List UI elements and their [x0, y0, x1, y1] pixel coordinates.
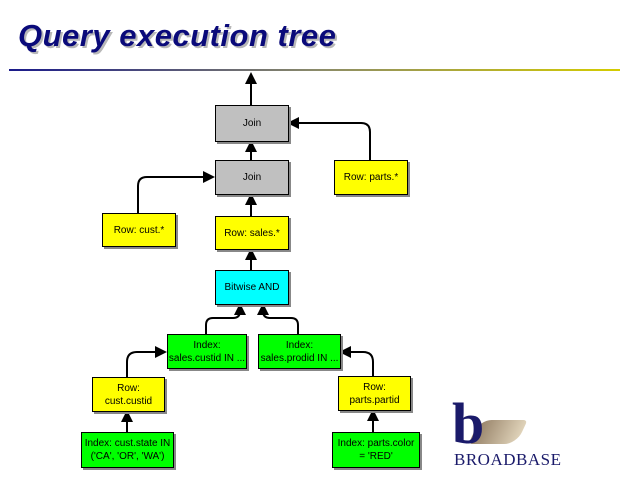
node-join-top: Join [215, 105, 289, 142]
logo-mark: b [452, 391, 485, 456]
edge-custid-index-to-bitwise [205, 303, 246, 334]
node-join-mid: Join [215, 160, 289, 195]
node-row-cust-custid: Row: cust.custid [92, 377, 165, 412]
node-row-sales-all: Row: sales.* [215, 216, 289, 250]
edge-parts-partid-to-index [339, 346, 374, 376]
edge-prodid-index-to-bitwise [257, 303, 299, 334]
node-index-cust-state: Index: cust.state IN ('CA', 'OR', 'WA') [81, 432, 174, 468]
title-divider [9, 69, 620, 71]
edge-cust-to-join-mid [137, 171, 215, 213]
node-index-parts-color: Index: parts.color = 'RED' [332, 432, 420, 468]
edge-parts-to-join-top [287, 117, 371, 160]
logo-text: BROADBASE [454, 450, 562, 469]
node-index-sales-custid: Index: sales.custid IN ... [167, 334, 247, 369]
broadbase-logo: b BROADBASE [452, 391, 582, 472]
node-row-cust-all: Row: cust.* [102, 213, 176, 247]
edge-cust-custid-to-index [126, 346, 167, 377]
node-row-parts-all: Row: parts.* [334, 160, 408, 195]
node-row-parts-partid: Row: parts.partid [338, 376, 411, 411]
slide-title: Query execution tree [18, 18, 337, 53]
node-index-sales-prodid: Index: sales.prodid IN ... [258, 334, 341, 369]
node-bitwise-and: Bitwise AND [215, 270, 289, 305]
